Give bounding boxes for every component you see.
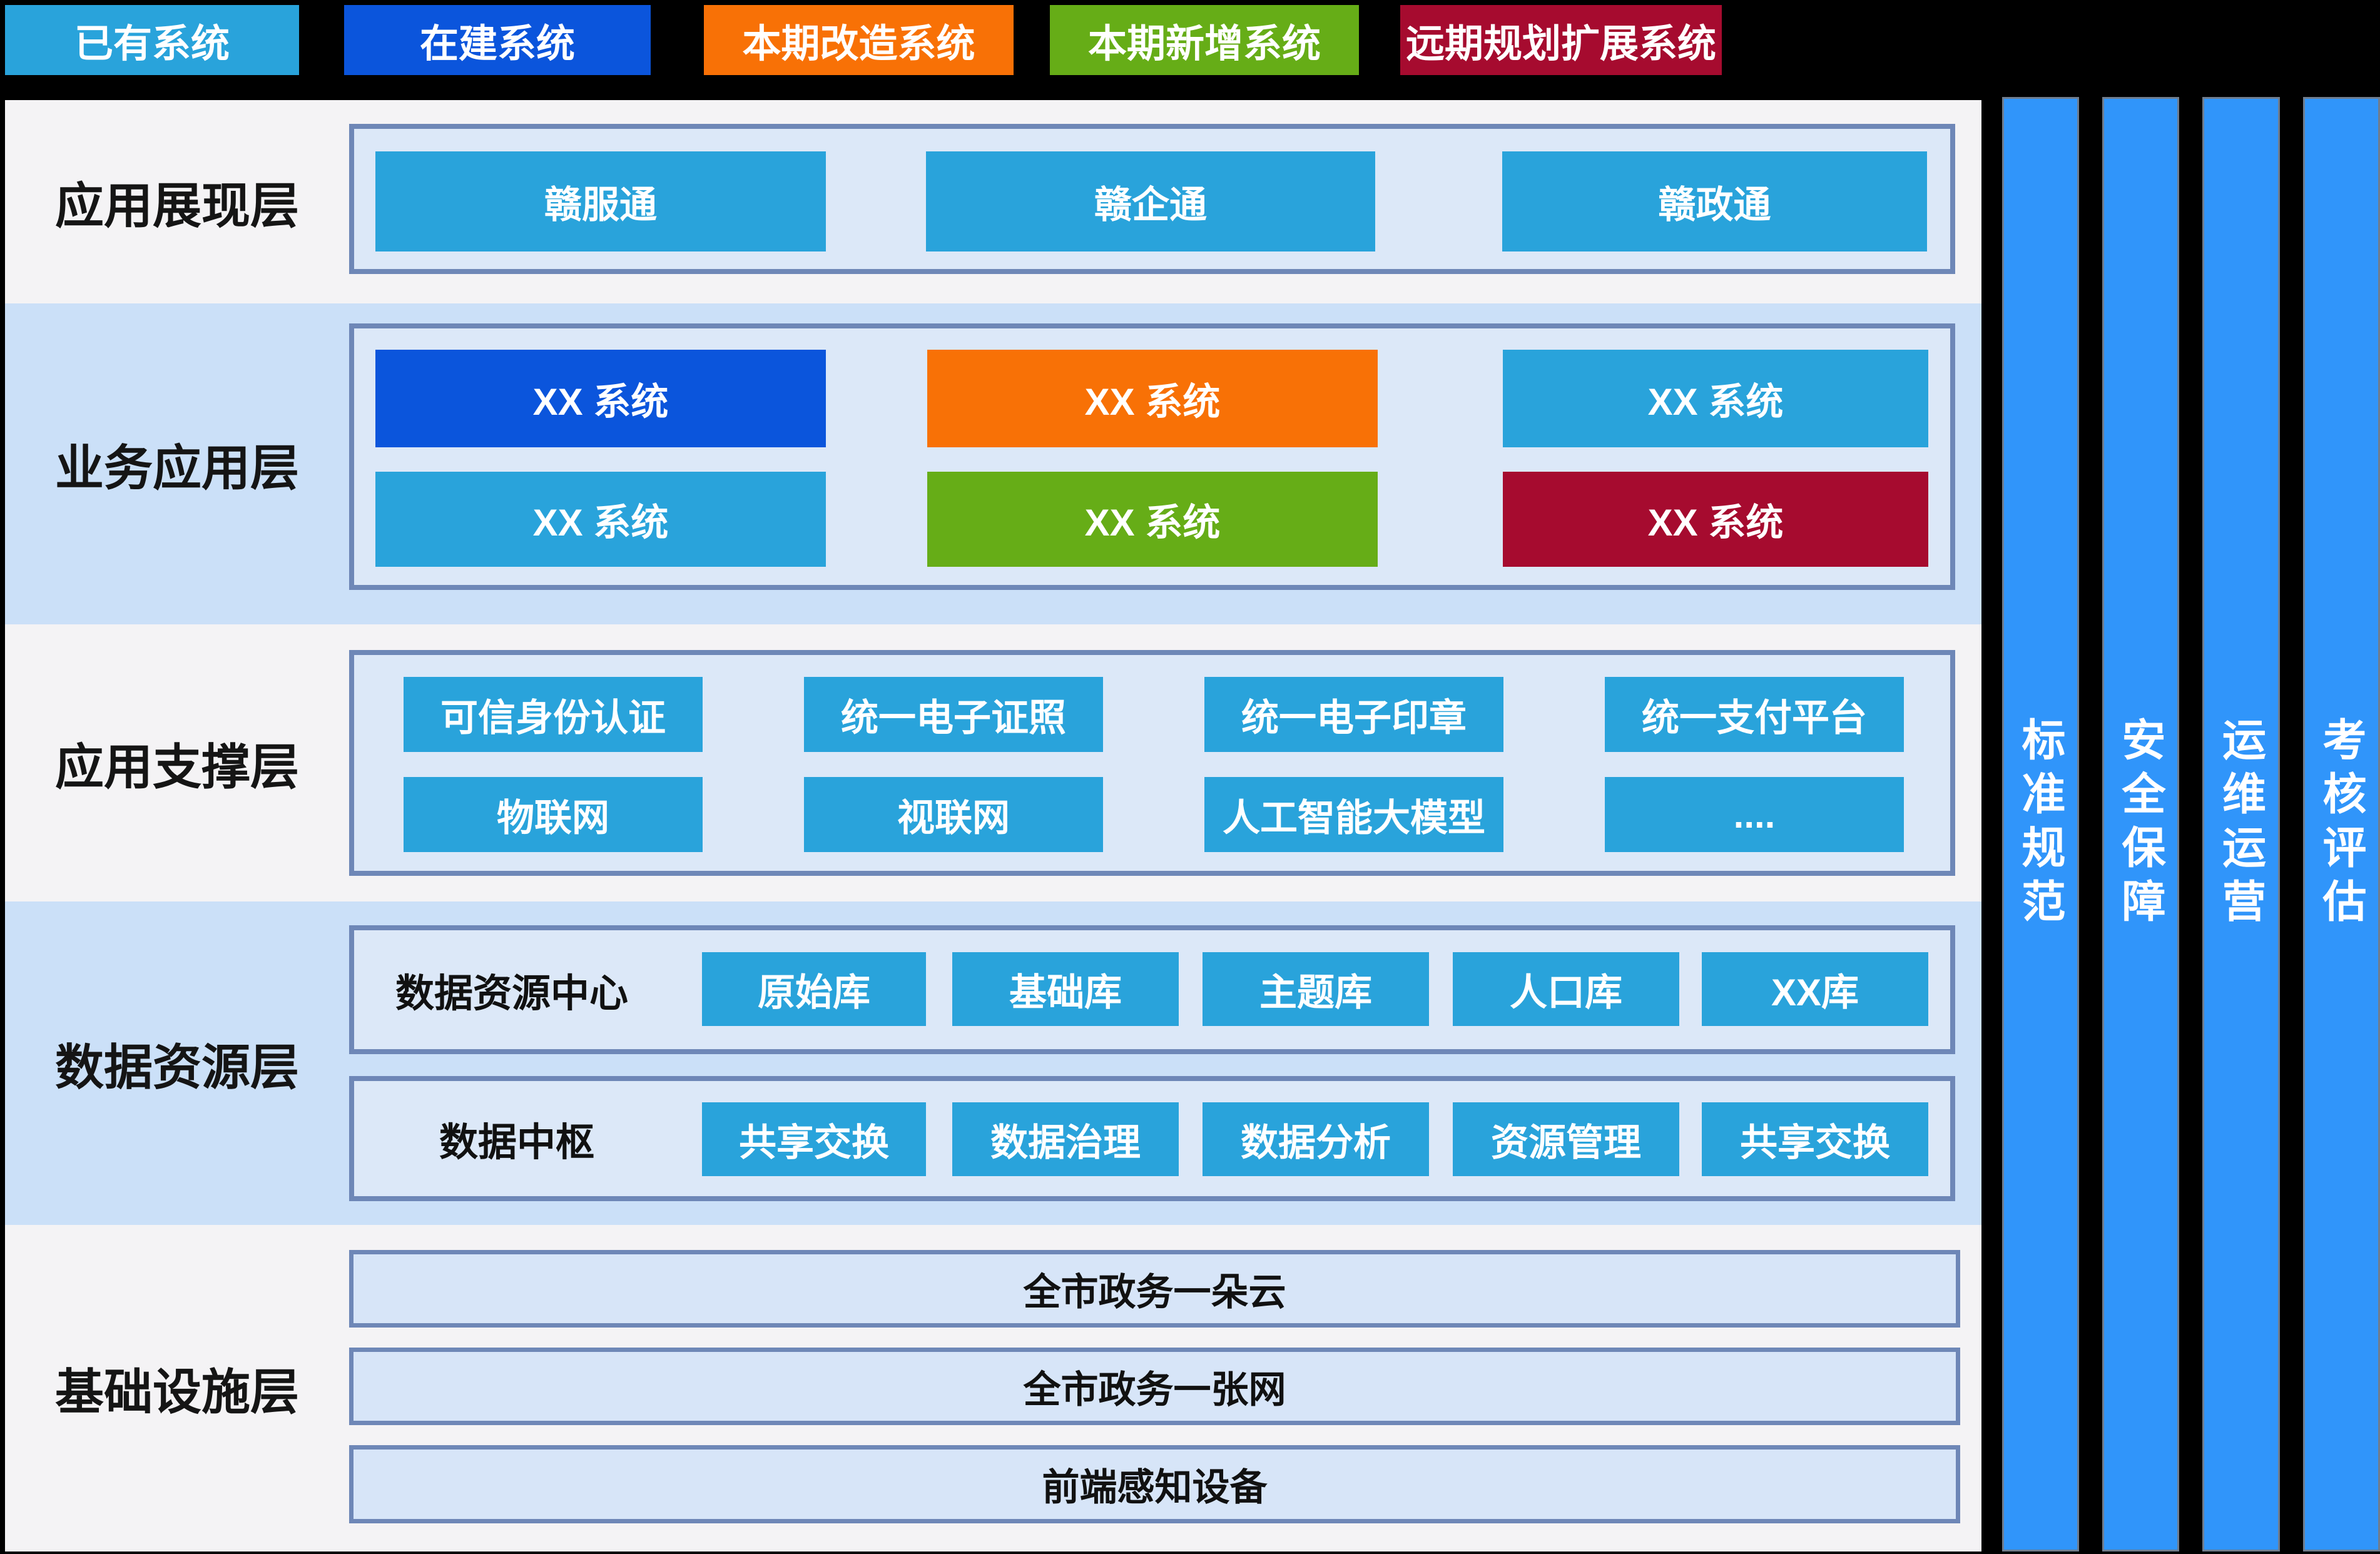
infra-bar-network: 全市政务一张网	[349, 1348, 1960, 1425]
business-system-box: XX 系统	[375, 350, 826, 447]
db-box-raw: 原始库	[702, 952, 926, 1026]
business-system-box: XX 系统	[375, 472, 826, 567]
db-box-xx: XX库	[1702, 952, 1928, 1026]
pillar-evaluation-label: 考核评估	[2317, 716, 2366, 932]
pillar-operations: 运维运营	[2202, 97, 2280, 1551]
layer-business: 业务应用层 XX 系统 XX 系统 XX 系统 XX 系统 XX 系统 XX 系…	[5, 303, 1981, 624]
data-center-container: 数据资源中心 原始库 基础库 主题库 人口库 XX库	[349, 925, 1955, 1054]
layer-label-presentation: 应用展现层	[54, 178, 299, 233]
db-box-base: 基础库	[952, 952, 1179, 1026]
pillar-security-label: 安全保障	[2116, 716, 2165, 932]
layer-label-data: 数据资源层	[54, 1039, 299, 1095]
layer-infrastructure: 基础设施层 全市政务一朵云 全市政务一张网 前端感知设备	[5, 1225, 1981, 1551]
support-box-elicense: 统一电子证照	[804, 677, 1103, 752]
support-box-videonet: 视联网	[804, 777, 1103, 852]
layer-presentation: 应用展现层 赣服通 赣企通 赣政通	[5, 100, 1981, 303]
data-hub-container: 数据中枢 共享交换 数据治理 数据分析 资源管理 共享交换	[349, 1076, 1955, 1201]
legend-item-renovation: 本期改造系统	[704, 5, 1014, 75]
legend-item-new: 本期新增系统	[1050, 5, 1359, 75]
layer-label-support: 应用支撑层	[54, 739, 299, 795]
business-system-box: XX 系统	[927, 350, 1378, 447]
support-container: 可信身份认证 统一电子证照 统一电子印章 统一支付平台 物联网 视联网 人工智能…	[349, 650, 1955, 876]
support-box-eseal: 统一电子印章	[1204, 677, 1503, 752]
pillar-standards-label: 标准规范	[2016, 716, 2065, 932]
pillar-evaluation: 考核评估	[2303, 97, 2380, 1551]
support-box-identity: 可信身份认证	[404, 677, 703, 752]
app-ganqitong: 赣企通	[926, 151, 1375, 251]
legend-item-existing: 已有系统	[5, 5, 299, 75]
business-system-box: XX 系统	[1503, 472, 1928, 567]
layer-support: 应用支撑层 可信身份认证 统一电子证照 统一电子印章 统一支付平台 物联网 视联…	[5, 624, 1981, 901]
data-hub-title: 数据中枢	[439, 1121, 594, 1164]
layer-label-business: 业务应用层	[54, 440, 299, 495]
app-ganfutong: 赣服通	[375, 151, 826, 251]
db-box-population: 人口库	[1453, 952, 1679, 1026]
business-system-box: XX 系统	[927, 472, 1378, 567]
hub-box-analysis: 数据分析	[1203, 1102, 1429, 1176]
legend-item-under-construction: 在建系统	[344, 5, 651, 75]
hub-box-resource-mgmt: 资源管理	[1453, 1102, 1679, 1176]
legend-item-future: 远期规划扩展系统	[1400, 5, 1722, 75]
business-system-box: XX 系统	[1503, 350, 1928, 447]
layer-label-infrastructure: 基础设施层	[54, 1364, 299, 1419]
support-box-ai-model: 人工智能大模型	[1204, 777, 1503, 852]
infra-bar-sensing-devices: 前端感知设备	[349, 1445, 1960, 1523]
hub-box-governance: 数据治理	[952, 1102, 1179, 1176]
pillar-operations-label: 运维运营	[2216, 716, 2266, 932]
support-box-more: ....	[1605, 777, 1904, 852]
support-box-iot: 物联网	[404, 777, 703, 852]
data-center-title: 数据资源中心	[395, 972, 628, 1015]
pillar-security: 安全保障	[2102, 97, 2179, 1551]
infra-bar-cloud: 全市政务一朵云	[349, 1250, 1960, 1328]
hub-box-exchange-2: 共享交换	[1702, 1102, 1928, 1176]
pillar-standards: 标准规范	[2002, 97, 2079, 1551]
business-container: XX 系统 XX 系统 XX 系统 XX 系统 XX 系统 XX 系统	[349, 323, 1955, 590]
app-ganzhengtong: 赣政通	[1502, 151, 1927, 251]
db-box-theme: 主题库	[1203, 952, 1429, 1026]
support-box-payment: 统一支付平台	[1605, 677, 1904, 752]
layer-data: 数据资源层 数据资源中心 原始库 基础库 主题库 人口库 XX库 数据中枢 共享…	[5, 901, 1981, 1225]
hub-box-exchange: 共享交换	[702, 1102, 926, 1176]
presentation-container: 赣服通 赣企通 赣政通	[349, 124, 1955, 274]
